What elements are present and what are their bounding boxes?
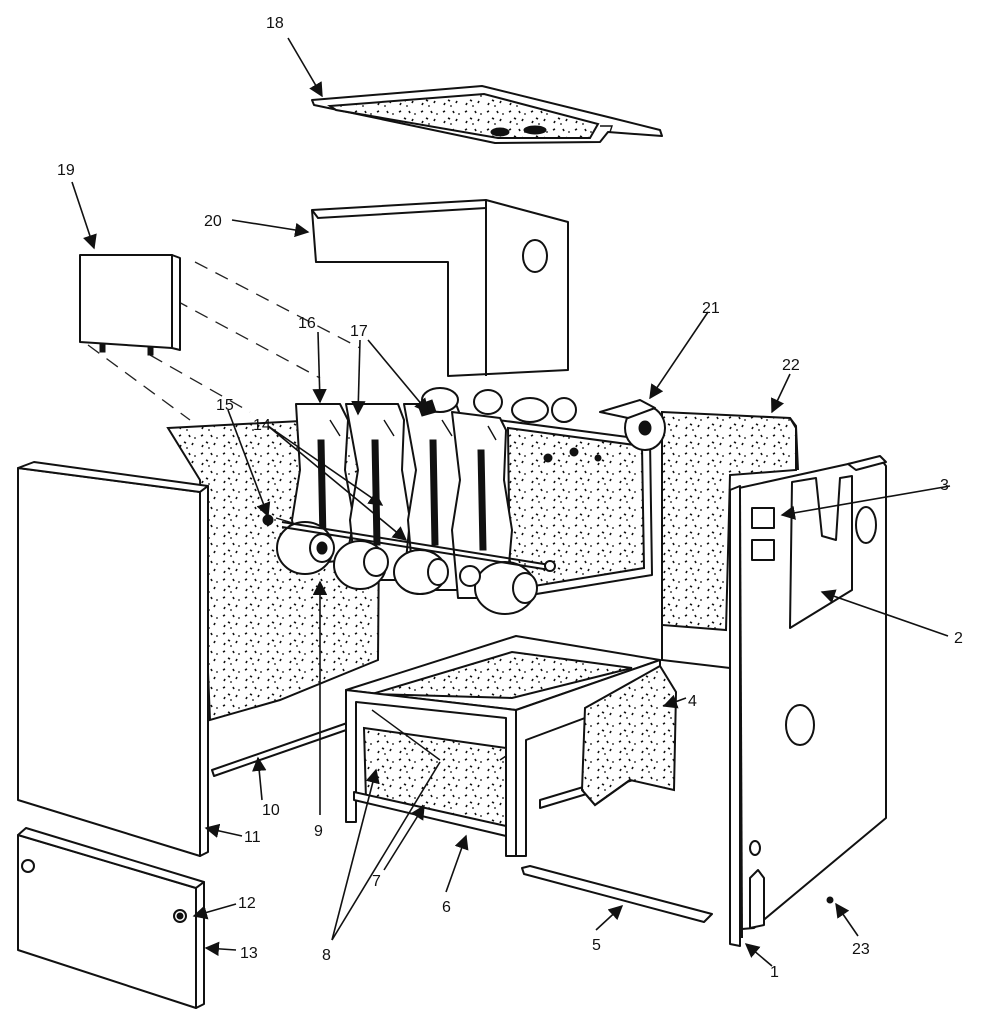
callout-18: 18: [266, 15, 284, 32]
leader-lines: [71, 37, 951, 967]
alignment-dashes: [87, 261, 361, 421]
bottom-rail: [211, 721, 353, 777]
callout-16: 16: [298, 315, 316, 332]
callout-23: 23: [852, 941, 870, 958]
callout-17: 17: [350, 323, 368, 340]
callout-15: 15: [216, 397, 234, 414]
callout-21: 21: [702, 300, 720, 317]
callout-6: 6: [442, 899, 451, 916]
callout-4: 4: [688, 693, 697, 710]
board-top: [311, 85, 663, 144]
callout-19: 19: [57, 162, 75, 179]
base-assembly: [345, 635, 678, 857]
callout-13: 13: [240, 945, 258, 962]
section-stack: [262, 387, 666, 615]
jacket-top: [311, 199, 569, 377]
callout-11: 11: [244, 829, 261, 846]
callout-12: 12: [238, 895, 256, 912]
callout-20: 20: [204, 213, 222, 230]
right-jacket-panel: [729, 455, 887, 947]
callout-2: 2: [954, 630, 963, 647]
callouts: 18 19 20 21 22 3 2 4 5 6 7 8 9 10 11 12 …: [57, 15, 963, 981]
base-strip: [521, 865, 713, 923]
callout-14: 14: [253, 417, 271, 434]
callout-5: 5: [592, 937, 601, 954]
control-panel: [79, 254, 181, 356]
side-panel-left: [17, 461, 209, 857]
callout-3: 3: [940, 477, 949, 494]
callout-22: 22: [782, 357, 800, 374]
side-panel-right: [661, 410, 799, 669]
callout-1: 1: [770, 964, 779, 981]
front-lower-panel: [17, 827, 205, 1009]
callout-9: 9: [314, 823, 323, 840]
callout-8: 8: [322, 947, 331, 964]
callout-10: 10: [262, 802, 280, 819]
callout-7: 7: [372, 873, 381, 890]
